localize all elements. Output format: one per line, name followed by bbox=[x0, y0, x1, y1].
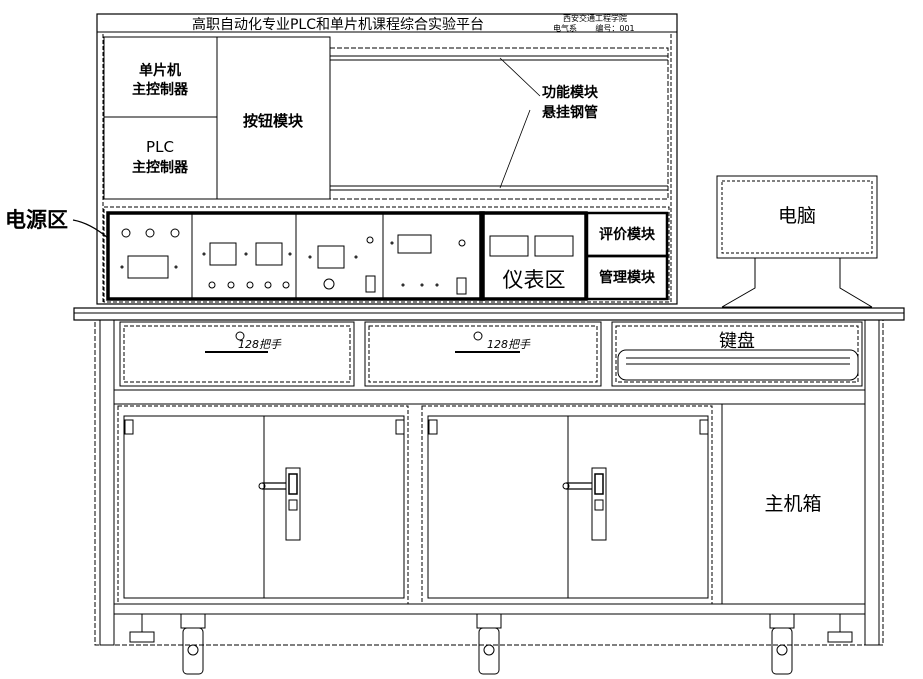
function-module-label-2: 悬挂钢管 bbox=[541, 104, 598, 121]
host-case-label: 主机箱 bbox=[764, 493, 821, 515]
caster-wheel-right bbox=[769, 613, 795, 675]
button-module-label: 按钮模块 bbox=[243, 112, 304, 130]
desktop-surface bbox=[73, 307, 905, 321]
institution-label: 西安交通工程学院 bbox=[563, 13, 627, 23]
function-module-label-1: 功能模块 bbox=[542, 84, 599, 101]
plc-controller-box bbox=[103, 116, 218, 200]
panel-row bbox=[103, 206, 670, 303]
keyboard-label: 键盘 bbox=[719, 331, 755, 352]
host-case bbox=[721, 403, 866, 605]
keyboard-tray[interactable] bbox=[611, 321, 863, 387]
upper-frame bbox=[96, 13, 678, 305]
power-zone-label: 电源区 bbox=[5, 208, 68, 232]
drawer-left[interactable] bbox=[119, 321, 355, 387]
left-door-lock-handle[interactable] bbox=[258, 467, 301, 541]
plc-controller-label-1: PLC bbox=[146, 138, 174, 156]
mcu-controller-label-1: 单片机 bbox=[139, 62, 181, 79]
drawer-right[interactable] bbox=[364, 321, 602, 387]
caster-wheel-middle bbox=[476, 613, 502, 675]
meter-zone-label: 仪表区 bbox=[503, 268, 566, 292]
number-label: 编号：001 bbox=[595, 23, 634, 33]
power-zone-leader bbox=[72, 219, 109, 239]
power-zone-panel bbox=[106, 211, 485, 301]
plc-controller-label-2: 主控制器 bbox=[132, 159, 189, 176]
left-cabinet-doors[interactable] bbox=[117, 405, 409, 605]
caster-wheel-left bbox=[180, 613, 206, 675]
right-cabinet-doors[interactable] bbox=[421, 405, 713, 605]
function-module-area bbox=[329, 47, 669, 200]
lower-cabinet bbox=[94, 319, 884, 646]
computer-monitor bbox=[716, 175, 878, 308]
platform-title: 高职自动化专业PLC和单片机课程综合实验平台 bbox=[192, 16, 484, 33]
mcu-controller-label-2: 主控制器 bbox=[132, 81, 189, 98]
department-label: 电气系 bbox=[553, 23, 577, 33]
computer-label: 电脑 bbox=[778, 205, 816, 227]
right-door-lock-handle[interactable] bbox=[562, 467, 607, 541]
drawer-right-handle-label: 128把手 bbox=[487, 338, 531, 351]
leveling-foot-left bbox=[129, 614, 155, 643]
leveling-foot-right bbox=[827, 614, 853, 643]
drawer-left-handle-label: 128把手 bbox=[238, 338, 282, 351]
evaluation-module-label: 评价模块 bbox=[599, 226, 656, 243]
management-module-label: 管理模块 bbox=[599, 269, 656, 286]
management-module-box bbox=[585, 254, 669, 301]
